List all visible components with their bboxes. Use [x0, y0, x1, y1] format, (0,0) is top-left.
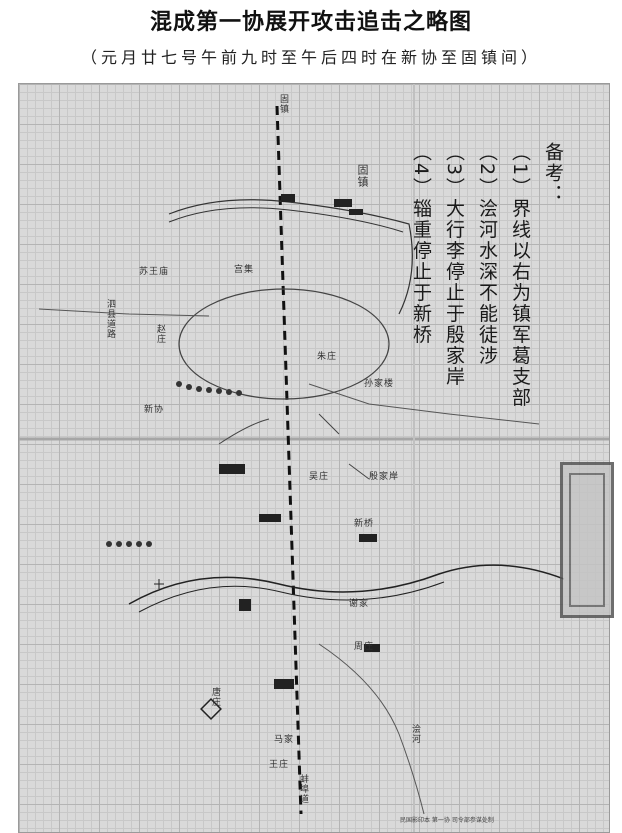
field-mark — [154, 579, 164, 589]
map-title: 混成第一协展开攻击追击之略图 — [149, 9, 472, 35]
place-label: 苏王庙 — [139, 267, 170, 277]
note-item: （3）大行李停止于殷家岸 — [443, 142, 465, 388]
note-item: （2）浍河水深不能徒涉 — [476, 142, 498, 367]
place-label: 周庄 — [354, 642, 375, 652]
hq-marker — [200, 698, 222, 720]
place-label: 吴庄 — [309, 472, 330, 482]
notes-heading: 备考： — [542, 142, 564, 205]
road-west — [38, 308, 210, 317]
map-drawing — [19, 84, 609, 832]
place-label: 新协 — [144, 405, 165, 415]
place-label: 固镇 — [278, 94, 288, 114]
river-upper-2 — [168, 207, 404, 233]
troop-row-1 — [176, 381, 242, 396]
place-label: 赵庄 — [155, 324, 165, 344]
note-item: （4）辎重停止于新桥 — [410, 142, 432, 346]
unit-blocks — [219, 194, 380, 689]
place-label: 宫集 — [234, 265, 255, 275]
troop-row-2 — [106, 541, 152, 547]
place-label: 唐庄 — [210, 687, 220, 707]
road-east — [308, 383, 540, 425]
map-sheet: 固镇 固镇 苏王庙 泗县道路 赵庄 宫集 朱庄 孙家楼 殷家岸 新桥 吴庄 唐庄… — [18, 83, 610, 833]
legend-notes: 备考： （1）界线以右为镇军葛支部 （2）浍河水深不能徒涉 （3）大行李停止于殷… — [410, 142, 564, 409]
boundary-railway — [275, 105, 303, 815]
place-label: 朱庄 — [317, 352, 338, 362]
place-label: 殷家岸 — [369, 472, 400, 482]
place-label: 蚌埠道 — [298, 774, 308, 804]
seal-stamp — [560, 462, 614, 618]
river-hui — [128, 564, 565, 605]
road-southeast — [318, 643, 425, 815]
river-hui-2 — [138, 581, 445, 613]
place-label: 孙家楼 — [364, 379, 395, 389]
place-label: 新桥 — [354, 519, 375, 529]
place-label: 马家 — [274, 735, 295, 745]
place-label: 谢家 — [349, 599, 370, 609]
place-label: 固镇 — [356, 164, 369, 188]
place-label: 泗县道路 — [105, 299, 115, 339]
map-subtitle: （元月廿七号午前九时至午后四时在新协至固镇间） — [80, 48, 541, 67]
town-oval — [178, 288, 390, 400]
river-upper — [168, 199, 413, 315]
footer-note: 民国影印本 第一协 司令部参谋处制 — [400, 817, 494, 824]
note-item: （1）界线以右为镇军葛支部 — [509, 142, 531, 409]
place-label: 浍河 — [410, 724, 420, 744]
advance-lines — [218, 413, 370, 480]
place-label: 王庄 — [269, 760, 290, 770]
